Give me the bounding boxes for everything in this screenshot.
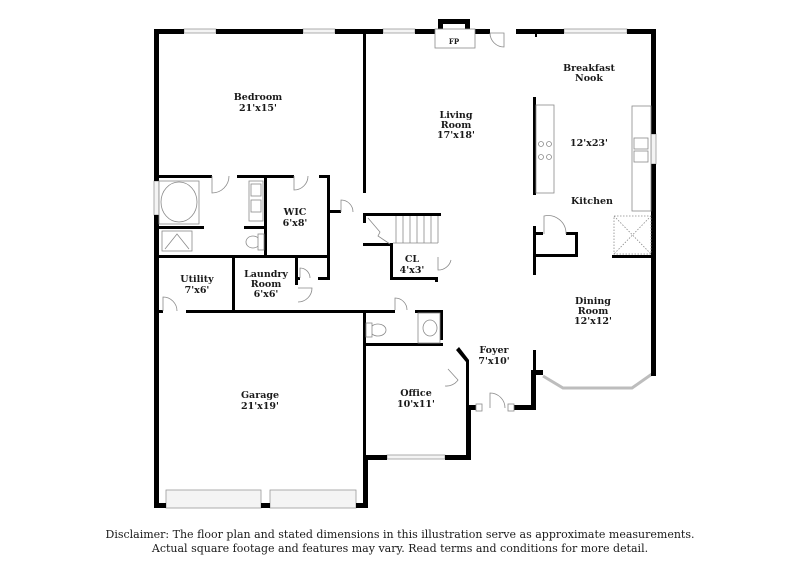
- disclaimer: Disclaimer: The floor plan and stated di…: [0, 528, 800, 556]
- living-dims: 17'x18': [437, 130, 475, 141]
- living-name: Living: [440, 110, 473, 121]
- fixtures: [158, 28, 652, 344]
- disclaimer-line-1: Disclaimer: The floor plan and stated di…: [105, 528, 695, 541]
- bedroom-name: Bedroom: [234, 92, 282, 103]
- breakfast-name2: Nook: [575, 73, 603, 84]
- bedroom-dims: 21'x15': [239, 103, 277, 114]
- laundry-dims: 6'x6': [254, 289, 279, 300]
- office-name: Office: [400, 388, 432, 399]
- wic-name: WIC: [283, 207, 307, 218]
- back-door-icon: [489, 32, 505, 48]
- breakfast-name: Breakfast: [563, 63, 615, 74]
- dining-name2: Room: [578, 306, 609, 317]
- doors: [162, 32, 567, 412]
- foyer-name: Foyer: [479, 345, 509, 356]
- walls: [154, 19, 656, 508]
- office-dims: 10'x11': [397, 399, 435, 410]
- foyer-dims: 7'x10': [478, 356, 509, 367]
- stairs: [367, 216, 439, 245]
- closet-name: CL: [405, 254, 420, 265]
- disclaimer-line-2: Actual square footage and features may v…: [151, 542, 649, 555]
- wic-dims: 6'x8': [283, 218, 308, 229]
- living-name2: Room: [441, 120, 472, 131]
- kitchen-name: Kitchen: [571, 196, 613, 207]
- fireplace-label: FP: [449, 37, 460, 46]
- garage-dims: 21'x19': [241, 401, 279, 412]
- windows: [153, 28, 657, 509]
- laundry-name2: Room: [251, 279, 282, 290]
- dining-name: Dining: [575, 296, 611, 307]
- utility-name: Utility: [180, 274, 214, 285]
- closet-dims: 4'x3': [400, 265, 425, 276]
- kitchen-dims: 12'x23': [570, 138, 608, 149]
- dining-dims: 12'x12': [574, 316, 612, 327]
- garage-name: Garage: [241, 390, 279, 401]
- room-labels: Bedroom 21'x15' WIC 6'x8' Utility 7'x6' …: [180, 37, 615, 412]
- laundry-name: Laundry: [244, 269, 288, 280]
- utility-dims: 7'x6': [185, 285, 210, 296]
